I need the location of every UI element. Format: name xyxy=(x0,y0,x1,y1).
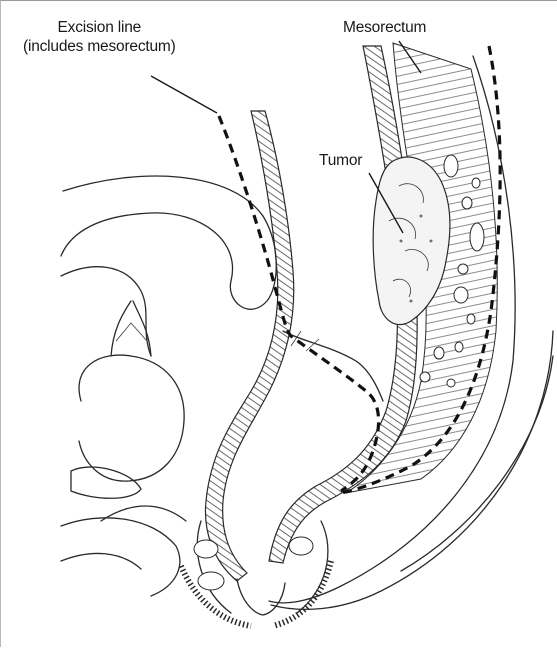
mesorectum-label: Mesorectum xyxy=(343,18,426,37)
prostate-outline xyxy=(79,355,184,481)
tumor-label: Tumor xyxy=(319,151,362,170)
excision-line-label: Excision line (includes mesorectum) xyxy=(23,18,176,56)
anal-sphincters xyxy=(181,521,331,626)
excision-leader xyxy=(151,76,217,113)
bladder-outline xyxy=(61,176,276,309)
excision-line-label-line1: Excision line xyxy=(23,18,176,37)
seminal-vesicle xyxy=(71,467,141,498)
anterior-rectal-wall xyxy=(205,111,293,581)
excision-line-label-line2: (includes mesorectum) xyxy=(23,37,176,56)
